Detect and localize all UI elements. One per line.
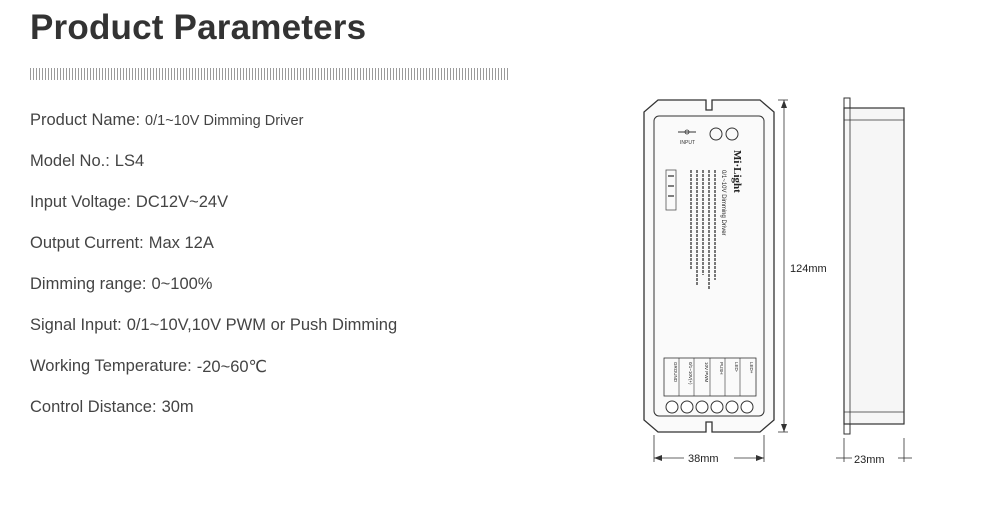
param-label: Output Current: (30, 234, 144, 252)
param-control-distance: Control Distance: 30m (30, 387, 397, 428)
param-value: 0/1~10V Dimming Driver (145, 112, 304, 129)
param-label: Dimming range: (30, 275, 147, 293)
param-label: Model No.: (30, 152, 110, 170)
width-dimension (653, 435, 765, 462)
input-label: INPUT (680, 140, 695, 146)
device-side-view (843, 97, 905, 435)
param-label: Signal Input: (30, 316, 122, 334)
certification-marks (665, 169, 677, 211)
product-label-text: 0/1~10V Dimming Driver (720, 170, 726, 236)
param-label: Product Name: (30, 111, 141, 129)
param-label: Input Voltage: (30, 193, 131, 211)
param-input-voltage: Input Voltage: DC12V~24V (30, 182, 397, 223)
terminal-label: 10V PWM (704, 362, 709, 383)
param-value: 0~100% (151, 275, 213, 293)
page-title: Product Parameters (30, 8, 367, 47)
terminal-label: 0/1~10V(+) (688, 362, 693, 385)
param-value: -20~60℃ (196, 357, 268, 376)
param-value: LS4 (114, 152, 145, 170)
title-divider (30, 68, 510, 80)
param-dimming-range: Dimming range: 0~100% (30, 264, 397, 305)
depth-dimension (836, 438, 912, 462)
param-label: Working Temperature: (30, 357, 192, 375)
param-value: 30m (161, 398, 194, 416)
param-model-no: Model No.: LS4 (30, 141, 397, 182)
param-label: Control Distance: (30, 398, 157, 416)
product-dimension-drawing: INPUT Mi·Light 0/1~10V Dimming Driver GR… (643, 97, 912, 466)
device-face-panel (653, 115, 765, 417)
brand-logo-text: Mi·Light (731, 150, 743, 193)
length-dimension-label: 124mm (790, 263, 827, 275)
param-value: 0/1~10V,10V PWM or Push Dimming (126, 316, 398, 334)
param-value: Max 12A (148, 234, 214, 252)
param-product-name: Product Name: 0/1~10V Dimming Driver (30, 100, 397, 141)
param-working-temperature: Working Temperature: -20~60℃ (30, 346, 397, 387)
terminal-label: PUSH (719, 362, 724, 375)
param-value: DC12V~24V (135, 193, 229, 211)
parameter-list: Product Name: 0/1~10V Dimming Driver Mod… (30, 100, 397, 428)
terminal-label: GROUND (673, 362, 678, 383)
depth-dimension-label: 23mm (854, 454, 885, 466)
param-output-current: Output Current: Max 12A (30, 223, 397, 264)
input-connector: INPUT (678, 127, 739, 146)
width-dimension-label: 38mm (688, 453, 719, 465)
terminal-label: LED- (734, 362, 739, 373)
terminal-label-block: GROUND 0/1~10V(+) 10V PWM PUSH LED- LED+ (663, 357, 757, 397)
terminal-label: LED+ (749, 362, 754, 374)
length-dimension (778, 99, 788, 433)
output-terminals (665, 400, 754, 414)
param-signal-input: Signal Input: 0/1~10V,10V PWM or Push Di… (30, 305, 397, 346)
